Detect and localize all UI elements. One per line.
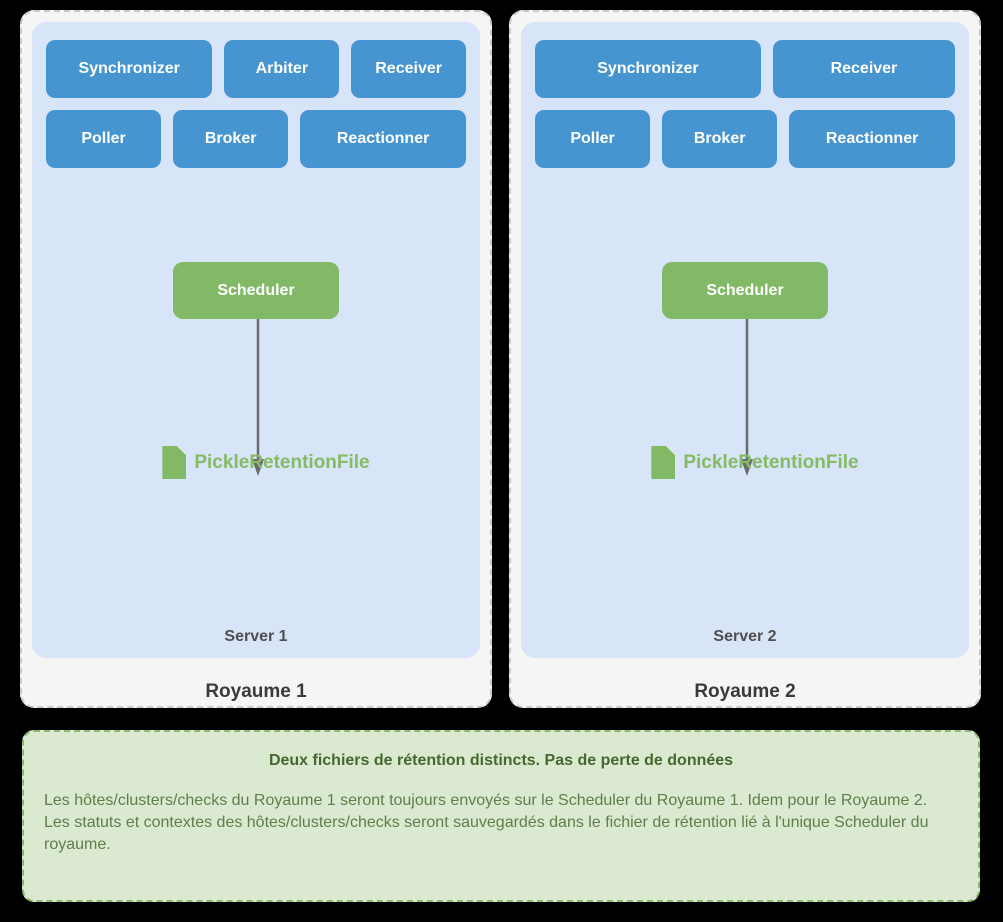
node-reactionner: Reactionner	[300, 110, 466, 168]
note-body: Les hôtes/clusters/checks du Royaume 1 s…	[44, 790, 958, 856]
file-icon	[162, 446, 187, 479]
node-scheduler: Scheduler	[173, 262, 339, 319]
realm-label: Royaume 1	[205, 681, 307, 702]
retention-file-label: PickleRetentionFile	[683, 451, 859, 473]
realm-panel-royaume-1: Synchronizer Arbiter Receiver Poller Bro…	[20, 10, 492, 708]
retention-file-label: PickleRetentionFile	[194, 451, 370, 473]
note-box: Deux fichiers de rétention distincts. Pa…	[22, 730, 980, 902]
node-poller: Poller	[46, 110, 162, 168]
retention-file: PickleRetentionFile	[531, 446, 979, 479]
component-row: Synchronizer Arbiter Receiver	[46, 40, 466, 98]
arrow-down-icon	[741, 319, 753, 476]
note-title: Deux fichiers de rétention distincts. Pa…	[268, 752, 734, 769]
realm-label: Royaume 2	[694, 681, 796, 702]
file-icon	[651, 446, 676, 479]
node-synchronizer: Synchronizer	[535, 40, 761, 98]
component-row: Poller Broker Reactionner	[46, 110, 466, 168]
component-row: Synchronizer Receiver	[535, 40, 955, 98]
components-group: Synchronizer Arbiter Receiver Poller Bro…	[32, 22, 480, 168]
node-receiver: Receiver	[351, 40, 466, 98]
components-group: Synchronizer Receiver Poller Broker Reac…	[521, 22, 969, 168]
node-receiver: Receiver	[772, 40, 955, 98]
node-arbiter: Arbiter	[224, 40, 340, 98]
note-paragraph-1: Les hôtes/clusters/checks du Royaume 1 s…	[44, 792, 928, 809]
node-broker: Broker	[173, 110, 289, 168]
note-paragraph-2: Les statuts et contextes des hôtes/clust…	[44, 814, 929, 854]
component-row: Poller Broker Reactionner	[535, 110, 955, 168]
arrow-down-icon	[252, 319, 264, 476]
node-broker: Broker	[662, 110, 778, 168]
node-poller: Poller	[535, 110, 651, 168]
server-box-2: Synchronizer Receiver Poller Broker Reac…	[521, 22, 969, 658]
node-reactionner: Reactionner	[789, 110, 955, 168]
server-label: Server 1	[224, 628, 288, 645]
server-box-1: Synchronizer Arbiter Receiver Poller Bro…	[32, 22, 480, 658]
server-label: Server 2	[713, 628, 777, 645]
node-scheduler: Scheduler	[662, 262, 828, 319]
node-synchronizer: Synchronizer	[46, 40, 213, 98]
realm-panel-royaume-2: Synchronizer Receiver Poller Broker Reac…	[509, 10, 981, 708]
retention-file: PickleRetentionFile	[42, 446, 490, 479]
